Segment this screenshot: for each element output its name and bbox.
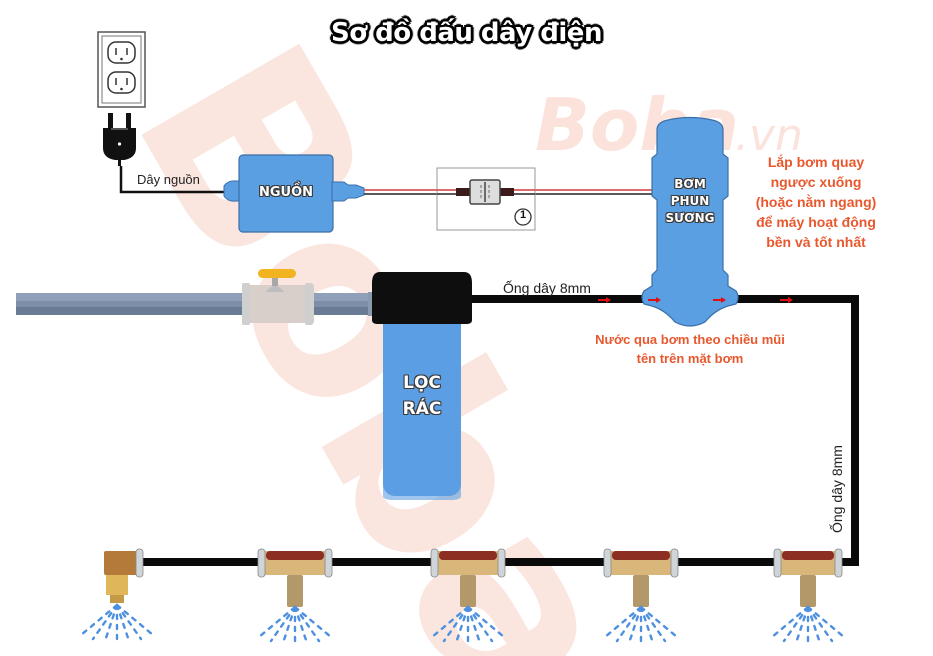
note-line-4: để máy hoạt động xyxy=(756,214,876,230)
note-line-5: bền và tốt nhất xyxy=(766,234,866,250)
mist-spray-2 xyxy=(257,605,333,646)
nozzle-elbow xyxy=(104,548,144,603)
filter-label: LỌC RÁC xyxy=(383,370,461,422)
flow-note-line-1: Nước qua bơm theo chiều mũi xyxy=(595,332,785,347)
tube-label-vertical: Ống dây 8mm xyxy=(829,445,845,533)
water-supply-pipe xyxy=(16,292,378,316)
pump-label-line-2: PHUN xyxy=(670,194,710,208)
power-supply-box xyxy=(223,154,365,233)
nozzle-tee-2 xyxy=(430,548,506,607)
note-line-2: ngược xuống xyxy=(770,174,862,190)
debris-filter xyxy=(372,272,472,500)
wall-outlet-icon xyxy=(97,31,146,108)
note-line-3: (hoặc nằm ngang) xyxy=(755,194,877,210)
connector-badge: 1 xyxy=(519,209,527,221)
mist-pump xyxy=(641,116,739,327)
nozzle-tee-4 xyxy=(773,548,843,607)
pump-label-line-1: BƠM xyxy=(674,177,706,191)
pump-label-line-3: SƯƠNG xyxy=(665,211,715,225)
flow-note-line-2: tên trên mặt bơm xyxy=(636,351,744,366)
flow-direction-note: Nước qua bơm theo chiều mũi tên trên mặt… xyxy=(565,330,815,368)
power-supply-label: NGUỒN xyxy=(258,185,314,200)
filter-label-line-2: RÁC xyxy=(402,399,442,419)
pump-orientation-note: Lắp bơm quay ngược xuống (hoặc nằm ngang… xyxy=(742,152,890,252)
mist-spray-3 xyxy=(430,605,506,646)
tube-label-horizontal: Ống dây 8mm xyxy=(503,280,591,296)
nozzle-tee-1 xyxy=(257,548,333,607)
filter-label-line-1: LỌC xyxy=(403,373,441,393)
mist-spray-1 xyxy=(79,603,155,644)
wire-connector xyxy=(436,167,536,231)
note-line-1: Lắp bơm quay xyxy=(767,154,865,170)
power-plug-icon xyxy=(103,113,136,166)
pump-label: BƠM PHUN SƯƠNG xyxy=(652,176,728,227)
power-cable-label: Dây nguồn xyxy=(137,172,200,187)
boba-vn-watermark-suffix: .vn xyxy=(735,110,803,161)
mist-spray-5 xyxy=(770,605,846,646)
ball-valve xyxy=(242,269,314,325)
mist-spray-4 xyxy=(603,605,679,646)
nozzle-tee-3 xyxy=(603,548,679,607)
power-cable xyxy=(119,166,228,194)
diagram-title: Sơ đồ đấu dây điện xyxy=(331,18,602,48)
flow-arrows xyxy=(598,297,793,303)
